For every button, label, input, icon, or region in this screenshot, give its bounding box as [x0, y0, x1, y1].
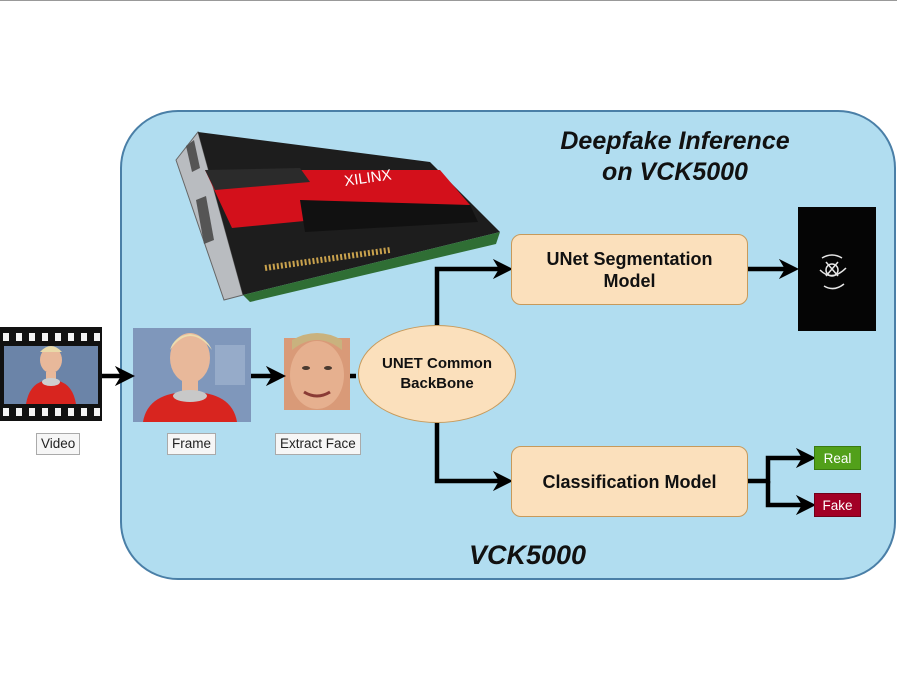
card-brand-text: XILINX	[343, 167, 392, 190]
frame-image	[133, 328, 251, 422]
real-label: Real	[814, 446, 861, 470]
diagram-title: Deepfake Inference on VCK5000	[540, 126, 810, 188]
frame-caption: Frame	[167, 433, 217, 455]
segmentation-label-line-1: UNet Segmentation	[546, 248, 713, 269]
extract-face-caption: Extract Face	[275, 433, 361, 455]
title-line-1: Deepfake Inference	[560, 127, 790, 155]
pcie-pins	[264, 247, 391, 271]
title-line-2: on VCK5000	[602, 158, 748, 186]
video-filmstrip-image	[0, 327, 102, 421]
backbone-label-line-2: BackBone	[400, 375, 474, 392]
fpga-card-image: XILINX	[175, 130, 500, 302]
vck5000-label: VCK5000	[468, 540, 587, 570]
classification-model-box: Classification Model	[511, 446, 748, 517]
segmentation-mask-image	[798, 207, 876, 331]
fake-label: Fake	[814, 493, 861, 517]
flow-arrows	[102, 258, 817, 516]
segmentation-label-line-2: Model	[603, 270, 656, 291]
unet-segmentation-box: UNet Segmentation Model	[511, 234, 748, 305]
unet-backbone-node: UNET Common BackBone	[358, 325, 516, 423]
classification-label: Classification Model	[542, 471, 717, 492]
backbone-label-line-1: UNET Common	[382, 355, 492, 372]
top-rule	[0, 0, 897, 1]
extracted-face-image	[284, 333, 350, 410]
video-caption: Video	[36, 433, 81, 455]
